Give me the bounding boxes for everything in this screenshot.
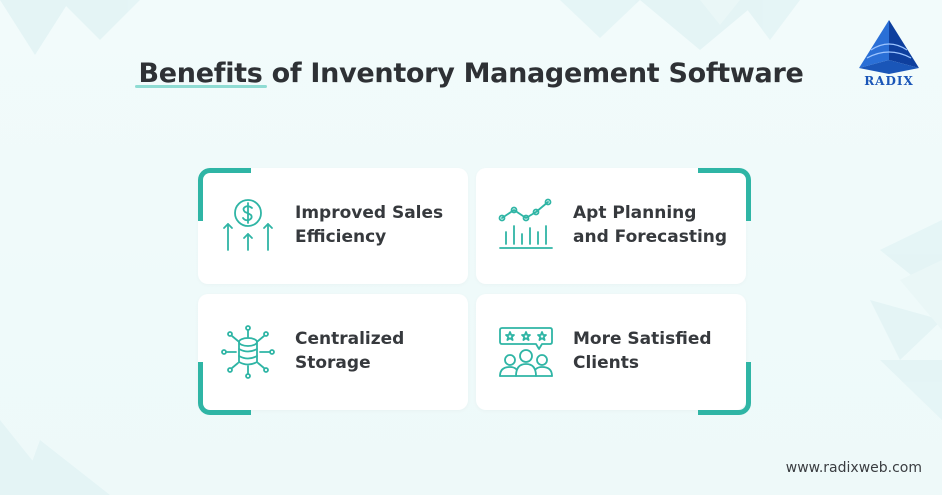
website-url: www.radixweb.com: [785, 460, 922, 476]
page-title: Benefits of Inventory Management Softwar…: [0, 58, 942, 89]
bracket-corner-bottom-right: [698, 362, 751, 415]
customer-rating-icon: [499, 327, 553, 377]
benefit-label: Apt Planning and Forecasting: [573, 201, 738, 249]
title-rest: of Inventory Management Software: [262, 58, 804, 89]
title-highlight: Benefits: [134, 58, 267, 89]
benefit-label: More Satisfied Clients: [573, 327, 738, 375]
benefit-label-line1: More Satisfied: [573, 329, 712, 349]
benefit-label: Centralized Storage: [295, 327, 460, 375]
line-bar-chart-icon: [498, 198, 553, 249]
benefit-card-sales: Improved Sales Efficiency: [198, 168, 468, 284]
radix-pyramid-logo-icon: [859, 20, 919, 74]
benefit-card-clients: More Satisfied Clients: [476, 294, 746, 410]
benefit-label-line2: Efficiency: [295, 227, 387, 247]
benefit-label-line1: Improved Sales: [295, 203, 444, 223]
bracket-corner-top-right: [698, 168, 751, 221]
benefit-label-line1: Apt Planning: [573, 203, 697, 223]
benefit-label-line2: Clients: [573, 353, 640, 373]
benefit-label-line2: Storage: [295, 353, 371, 373]
benefit-card-storage: Centralized Storage: [198, 294, 468, 410]
benefit-card-planning: Apt Planning and Forecasting: [476, 168, 746, 284]
logo-text: RADIX: [864, 74, 914, 88]
benefit-label-line2: and Forecasting: [573, 227, 728, 247]
benefit-label: Improved Sales Efficiency: [295, 201, 460, 249]
benefit-label-line1: Centralized: [295, 329, 405, 349]
bracket-corner-top-left: [198, 168, 251, 221]
bracket-corner-bottom-left: [198, 362, 251, 415]
